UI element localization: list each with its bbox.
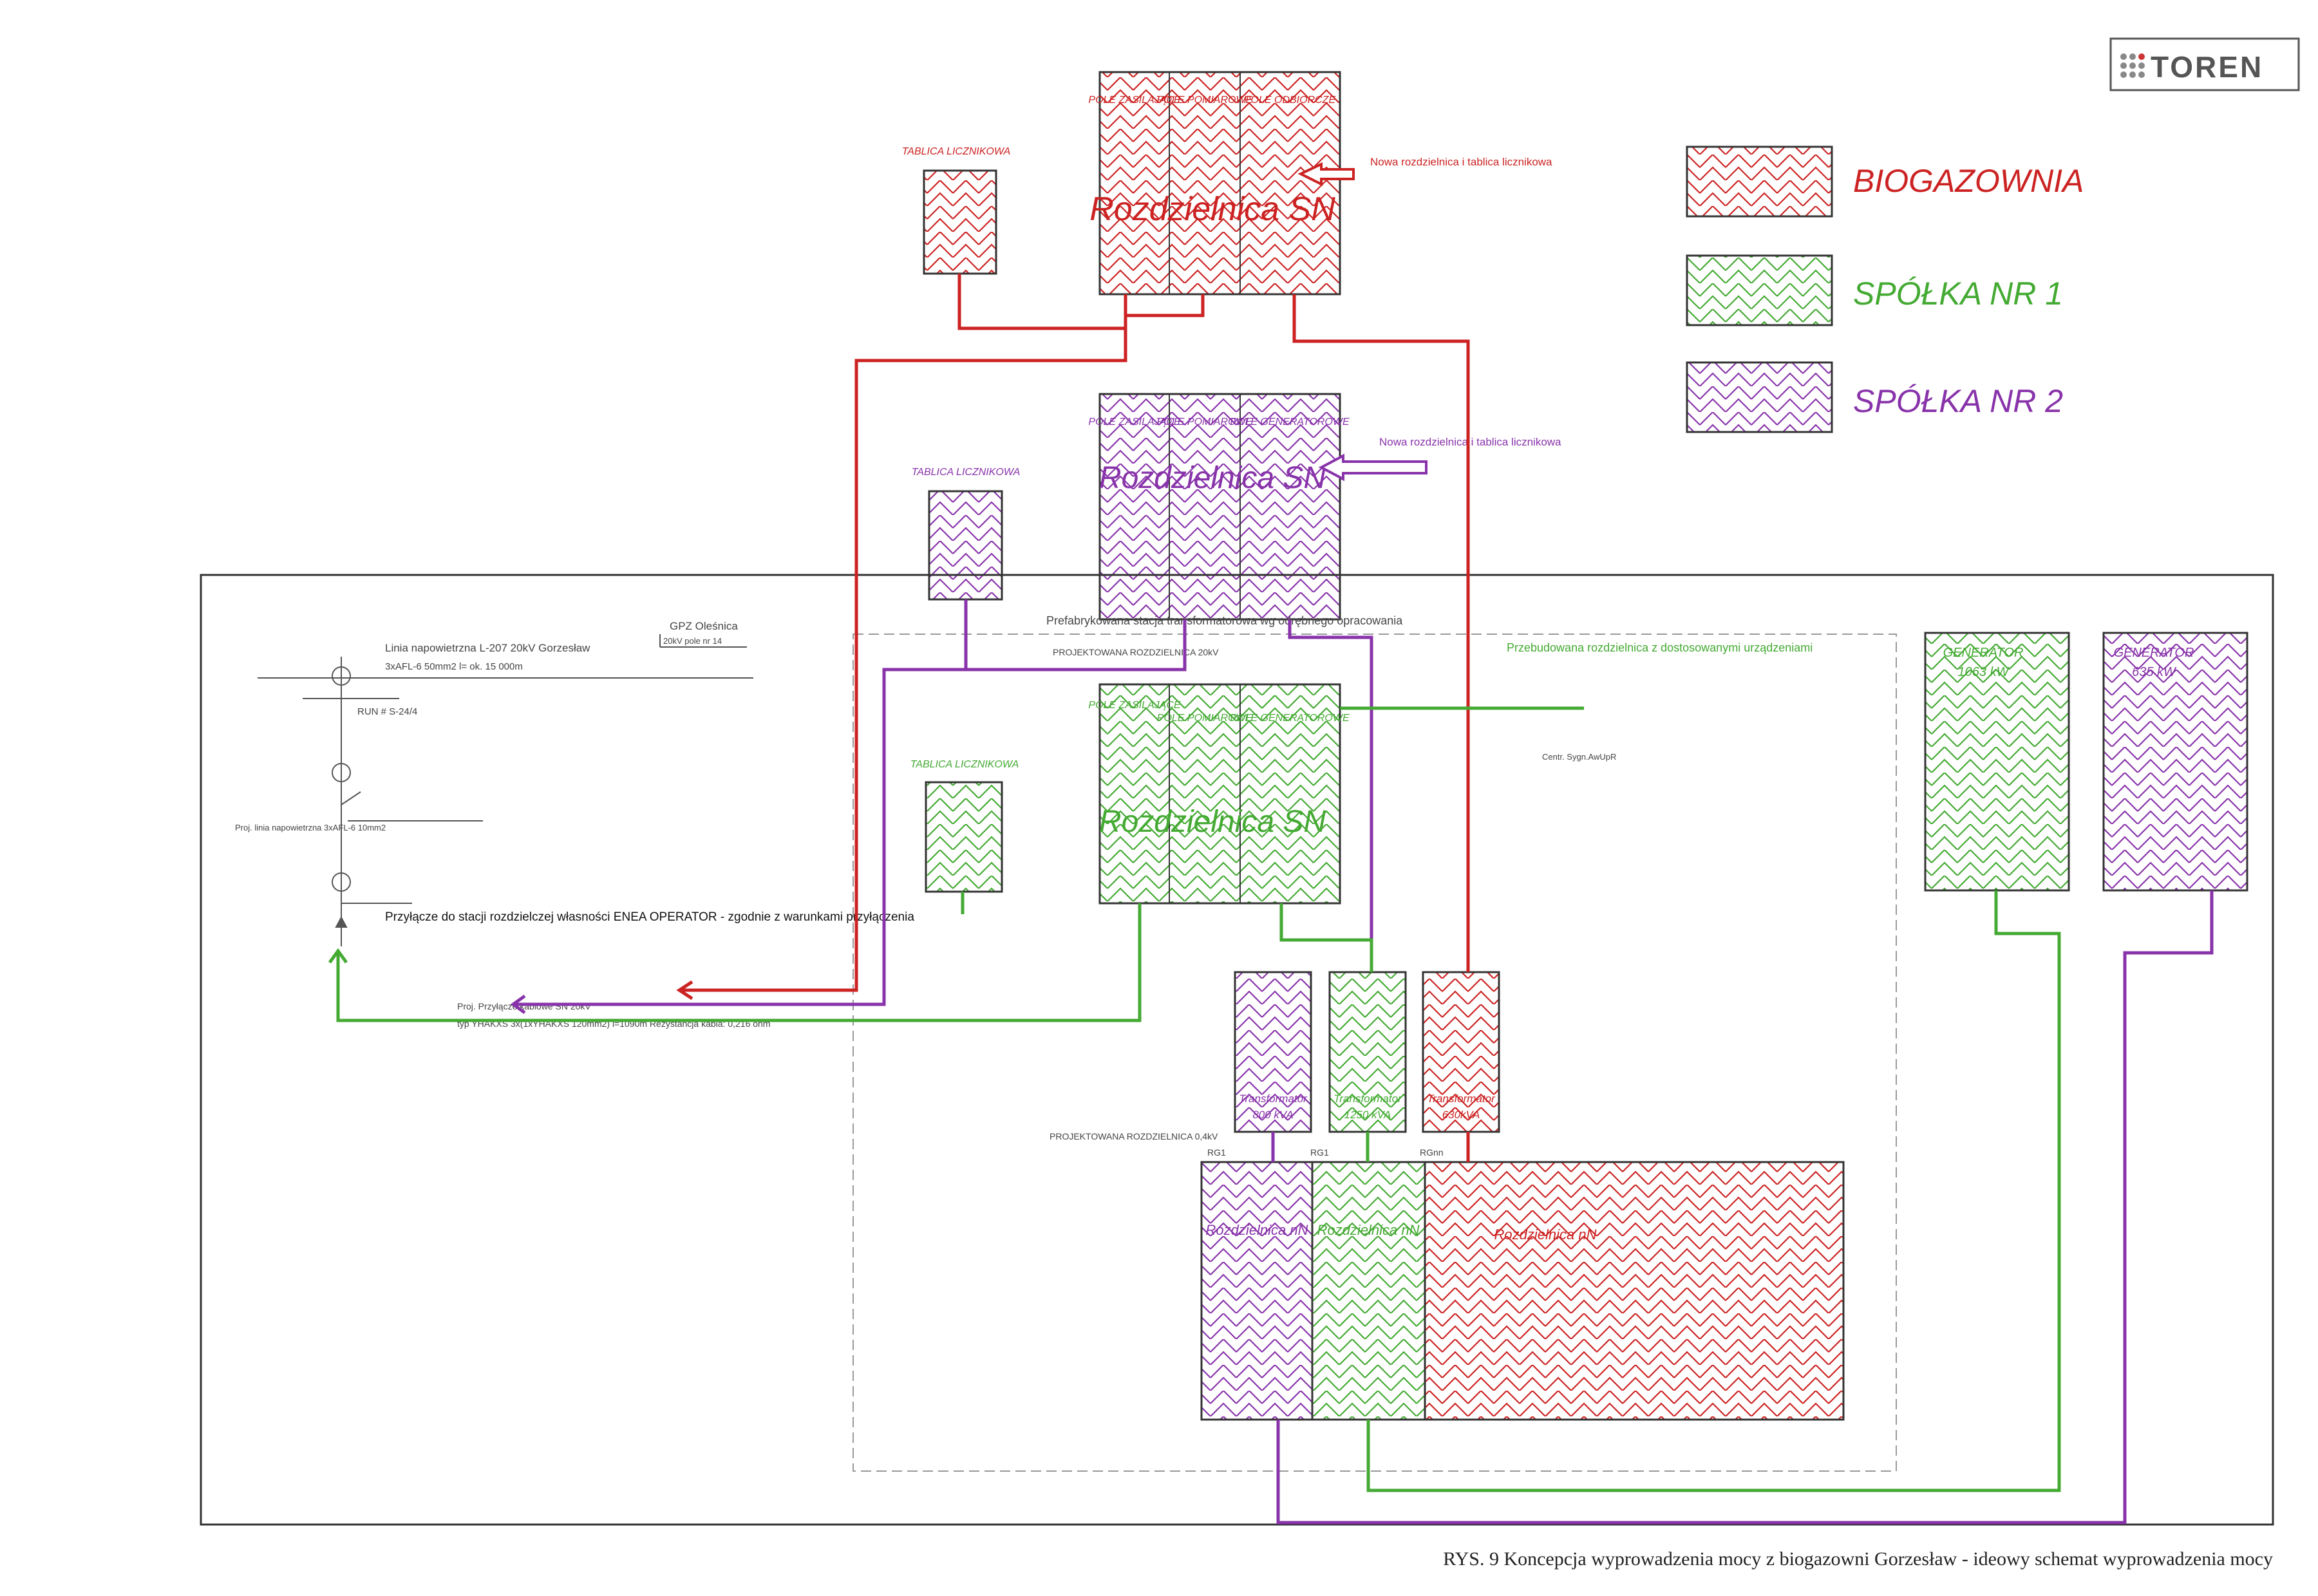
- meter-board-mid: TABLICA LICZNIKOWA: [912, 467, 1021, 601]
- meter-label-main: TABLICA LICZNIKOWA: [910, 759, 1019, 770]
- nn-board-purple-label: Rozdzielnica nN: [1206, 1222, 1308, 1238]
- nn-board-red: Rozdzielnica nN: [1424, 1161, 1845, 1421]
- grid-connection-schematic: [258, 634, 753, 946]
- top-field-3: POLE ODBIORCZE: [1244, 95, 1336, 106]
- transformer-1250-rating: 1250 kVA: [1344, 1109, 1391, 1121]
- legend-swatch-spolka-1: [1686, 254, 1833, 326]
- top-field-1: POLE ZASILAJĄCE: [1088, 95, 1180, 106]
- main-switchgear-title: Rozdzielnica SN: [1099, 805, 1326, 839]
- top-field-2: POLE POMIAROWE: [1157, 95, 1253, 106]
- meter-board-top: TABLICA LICZNIKOWA: [902, 146, 1011, 275]
- note-mid-text: Nowa rozdzielnica i tablica licznikowa: [1379, 436, 1561, 448]
- prefab-station-outline: [853, 634, 1897, 1472]
- gpz-label: GPZ Oleśnica: [670, 620, 738, 632]
- legend-label-biogazownia: BIOGAZOWNIA: [1853, 163, 2084, 199]
- nn-board-red-label: Rozdzielnica nN: [1494, 1226, 1597, 1243]
- proj-line-label: Proj. linia napowietrzna 3xAFL-6 10mm2: [235, 823, 386, 832]
- meter-label-top: TABLICA LICZNIKOWA: [902, 146, 1011, 157]
- legend-label-spolka-2: SPÓŁKA NR 2: [1853, 383, 2063, 419]
- transformer-630-label: Transformator: [1427, 1093, 1496, 1105]
- mid-switchgear-title: Rozdzielnica SN: [1099, 461, 1326, 495]
- mid-field-1: POLE ZASILAJĄCE: [1088, 417, 1180, 427]
- main-field-2: POLE POMIAROWE: [1157, 713, 1253, 724]
- main-frame: [200, 574, 2274, 1526]
- legend-swatch-biogazownia: [1686, 146, 1833, 218]
- meter-label-mid: TABLICA LICZNIKOWA: [912, 467, 1021, 478]
- generator-635-rating: 635 kW: [2132, 665, 2177, 679]
- main-field-3: POLE GENERATOROWE: [1230, 713, 1350, 724]
- control-label: Centr. Sygn.AwUpR: [1542, 752, 1616, 762]
- mid-field-2: POLE POMIAROWE: [1157, 417, 1253, 427]
- green-connections: [328, 706, 2061, 1492]
- top-switchgear-title: Rozdzielnica SN: [1089, 191, 1335, 228]
- generator-1063-rating: 1063 kW: [1958, 665, 2010, 679]
- prefab-label: Prefabrykowana stacja transformatorowa w…: [1046, 614, 1403, 627]
- figure-caption: RYS. 9 Koncepcja wyprowadzenia mocy z bi…: [1443, 1548, 2273, 1570]
- purple-connections: [510, 599, 2214, 1525]
- switchgear-mid: POLE ZASILAJĄCE POLE POMIAROWE POLE GENE…: [1088, 393, 1350, 621]
- transformer-800-rating: 800 kVA: [1252, 1109, 1293, 1121]
- toren-logo: TOREN: [2109, 37, 2300, 91]
- nn-board-purple: Rozdzielnica nN: [1200, 1161, 1314, 1421]
- legend: BIOGAZOWNIA SPÓŁKA NR 1 SPÓŁKA NR 2: [1686, 146, 2084, 433]
- note-mid: Nowa rozdzielnica i tablica licznikowa: [1318, 436, 1561, 482]
- meter-board-main: TABLICA LICZNIKOWA: [910, 759, 1019, 893]
- schematic-labels: Linia napowietrzna L-207 20kV Gorzesław …: [235, 614, 1616, 1158]
- transformer-630: Transformator 630kVA: [1422, 971, 1500, 1133]
- transformer-800: Transformator 800 kVA: [1234, 971, 1312, 1133]
- note-top: Nowa rozdzielnica i tablica licznikowa: [1297, 156, 1552, 187]
- transformer-1250-label: Transformator: [1333, 1093, 1402, 1105]
- rg-label-3: RGnn: [1420, 1147, 1444, 1158]
- main-field-1: POLE ZASILAJĄCE: [1088, 700, 1180, 711]
- line-label: Linia napowietrzna L-207 20kV Gorzesław: [385, 642, 590, 654]
- note-top-text: Nowa rozdzielnica i tablica licznikowa: [1370, 156, 1552, 168]
- switchgear-top: POLE ZASILAJĄCE POLE POMIAROWE POLE ODBI…: [1088, 71, 1341, 296]
- legend-swatch-spolka-2: [1686, 361, 1833, 433]
- projected-nn-label: PROJEKTOWANA ROZDZIELNICA 0,4kV: [1050, 1131, 1218, 1141]
- mid-field-3: POLE GENERATOROWE: [1230, 417, 1350, 427]
- transformer-1250: Transformator 1250 kVA: [1328, 971, 1407, 1133]
- legend-label-spolka-1: SPÓŁKA NR 1: [1853, 276, 2063, 312]
- projected-sn-label: PROJEKTOWANA ROZDZIELNICA 20kV: [1053, 647, 1219, 657]
- transformer-800-label: Transformator: [1239, 1093, 1308, 1105]
- rg-label-1: RG1: [1207, 1147, 1226, 1158]
- rg-label-2: RG1: [1310, 1147, 1329, 1158]
- logo-text: TOREN: [2151, 50, 2263, 84]
- generator-635: GENERATOR 635 kW: [2102, 632, 2248, 892]
- gpz-field: 20kV pole nr 14: [663, 636, 722, 646]
- nn-board-green: Rozdzielnica nN: [1311, 1161, 1426, 1421]
- red-connections: [676, 274, 1470, 1162]
- line-spec: 3xAFL-6 50mm2 l= ok. 15 000m: [385, 661, 523, 672]
- rebuild-note-text: Przebudowana rozdzielnica z dostosowanym…: [1507, 641, 1813, 654]
- nn-board-green-label: Rozdzielnica nN: [1317, 1222, 1420, 1238]
- transformer-630-rating: 630kVA: [1442, 1109, 1480, 1121]
- connection-note: Przyłącze do stacji rozdzielczej własnoś…: [385, 910, 914, 924]
- generator-1063: GENERATOR 1063 kW: [1924, 632, 2070, 892]
- switchgear-main: POLE ZASILAJĄCE POLE POMIAROWE POLE GENE…: [1088, 683, 1350, 905]
- generator-635-label: GENERATOR: [2114, 646, 2194, 660]
- run-label: RUN # S-24/4: [357, 706, 417, 717]
- cable-label: Proj. Przyłącze kablowe SN 20kV: [457, 1001, 591, 1011]
- connection-note-text: Przyłącze do stacji rozdzielczej własnoś…: [385, 910, 914, 924]
- generator-1063-label: GENERATOR: [1943, 646, 2024, 660]
